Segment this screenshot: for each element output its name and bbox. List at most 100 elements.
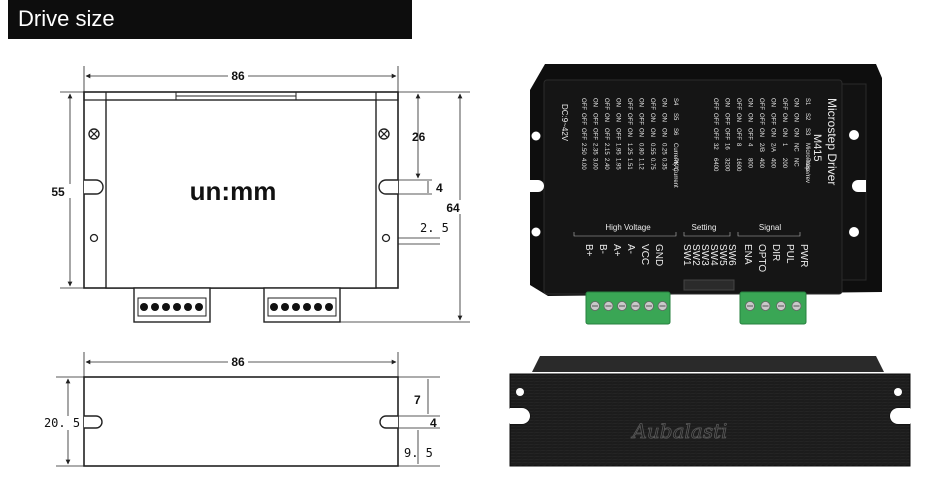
table-header: Current(A) <box>672 143 678 171</box>
table-cell: 0.35 <box>661 158 667 170</box>
dim-label: 86 <box>231 69 245 83</box>
mounting-slot <box>530 180 544 192</box>
mounting-hole <box>849 130 859 140</box>
pin-label: PUL <box>784 244 795 264</box>
driver-photo-side: Aubalasti <box>509 356 911 467</box>
mounting-slot <box>84 415 103 429</box>
dim-label: 2. 5 <box>420 221 449 235</box>
table-cell: 2.50 <box>580 143 586 155</box>
pin-label: ENA <box>742 244 753 265</box>
dimension-width-side: 86 <box>83 352 399 377</box>
table-cell: OFF <box>770 113 776 125</box>
unit-label: un:mm <box>190 176 277 206</box>
table-cell: OFF <box>580 128 586 140</box>
table-cell: OFF <box>712 113 718 125</box>
table-cell: 200 <box>781 158 787 169</box>
table-header: S4 <box>672 98 678 106</box>
table-cell: 4 <box>747 143 753 147</box>
title-bar: Drive size <box>8 0 412 39</box>
terminal-screw-icon <box>314 303 322 311</box>
pin-label: GND <box>653 244 664 266</box>
terminal-screw-icon <box>184 303 192 311</box>
pin-label: VCC <box>639 244 650 265</box>
pin-label: SW5 <box>717 244 728 266</box>
table-header: PK Current <box>672 158 678 188</box>
table-cell: 2.40 <box>603 158 609 170</box>
pin-label: SW1 <box>681 244 692 266</box>
section-brackets <box>573 232 801 237</box>
terminal-screw-icon <box>151 303 159 311</box>
table-cell: ON <box>649 128 655 137</box>
pin-label: B- <box>597 244 608 254</box>
table-cell: OFF <box>735 98 741 110</box>
dimension-total-height: 64 <box>340 91 470 323</box>
voltage-label-wrapper: DC:9~42V <box>560 104 569 142</box>
pin-label: A- <box>625 244 636 254</box>
table-cell: 2/A <box>770 143 776 152</box>
table-cell: OFF <box>603 98 609 110</box>
terminal-screw-icon <box>325 303 333 311</box>
table-cell: ON <box>724 98 730 107</box>
dimension-9-5: 9. 5 <box>398 430 440 467</box>
mounting-slot <box>84 179 104 195</box>
dim-label: 7 <box>414 393 421 407</box>
table-cell: 800 <box>747 158 753 169</box>
table-cell: 1600 <box>735 158 741 172</box>
table-cell: 1.25 <box>626 143 632 155</box>
table-cell: 16 <box>724 143 730 150</box>
table-cell: 2.15 <box>603 143 609 155</box>
table-cell: 2/B <box>758 143 764 152</box>
top-view-drawing: un:mm 86 55 <box>50 66 470 323</box>
table-cell: ON <box>615 98 621 107</box>
table-cell: 1 <box>781 143 787 147</box>
dim-label: 26 <box>412 130 426 144</box>
table-cell: OFF <box>603 128 609 140</box>
table-cell: ON <box>793 113 799 122</box>
pin-label: SW2 <box>690 244 701 266</box>
high-voltage-label: High Voltage <box>605 223 651 232</box>
table-cell: ON <box>638 128 644 137</box>
table-cell: 6400 <box>712 158 718 172</box>
table-cell: ON <box>770 98 776 107</box>
mounting-hole <box>894 388 902 396</box>
table-cell: OFF <box>724 128 730 140</box>
table-cell: ON <box>603 113 609 122</box>
table-cell: 400 <box>770 158 776 169</box>
terminal-block-signal <box>739 291 807 325</box>
table-header: S6 <box>672 128 678 136</box>
table-cell: OFF <box>747 128 753 140</box>
dip-switch <box>683 279 735 291</box>
screw-icon <box>378 128 390 140</box>
terminal-block-hv <box>585 291 671 325</box>
table-cell: OFF <box>580 113 586 125</box>
table-cell: 1.12 <box>638 158 644 170</box>
dim-label: 86 <box>231 355 245 369</box>
pin-label: A+ <box>611 244 622 257</box>
mounting-slot <box>379 415 398 429</box>
driver-name: Microstep Driver <box>825 98 839 185</box>
side-view-drawing: 86 20. 5 7 4 9. 5 <box>44 352 440 467</box>
dimension-2-5: 2. 5 <box>398 221 449 245</box>
table-cell: ON <box>638 98 644 107</box>
mounting-slot <box>510 408 530 424</box>
pin-label: PWR <box>798 244 809 267</box>
table-cell: ON <box>793 98 799 107</box>
table-cell: ON <box>747 113 753 122</box>
table-cell: OFF <box>615 128 621 140</box>
table-cell: OFF <box>638 113 644 125</box>
table-cell: 1.95 <box>615 158 621 170</box>
pin-label: SW3 <box>699 244 710 266</box>
dimension-26: 26 <box>398 93 432 181</box>
table-cell: ON <box>781 128 787 137</box>
table-cell: OFF <box>626 113 632 125</box>
dimension-height-side: 20. 5 <box>44 376 84 467</box>
page-title: Drive size <box>18 6 115 31</box>
table-cell: OFF <box>649 98 655 110</box>
table-cell: OFF <box>781 98 787 110</box>
table-cell: ON <box>758 128 764 137</box>
table-cell: ON <box>592 98 598 107</box>
signal-label: Signal <box>759 223 781 232</box>
